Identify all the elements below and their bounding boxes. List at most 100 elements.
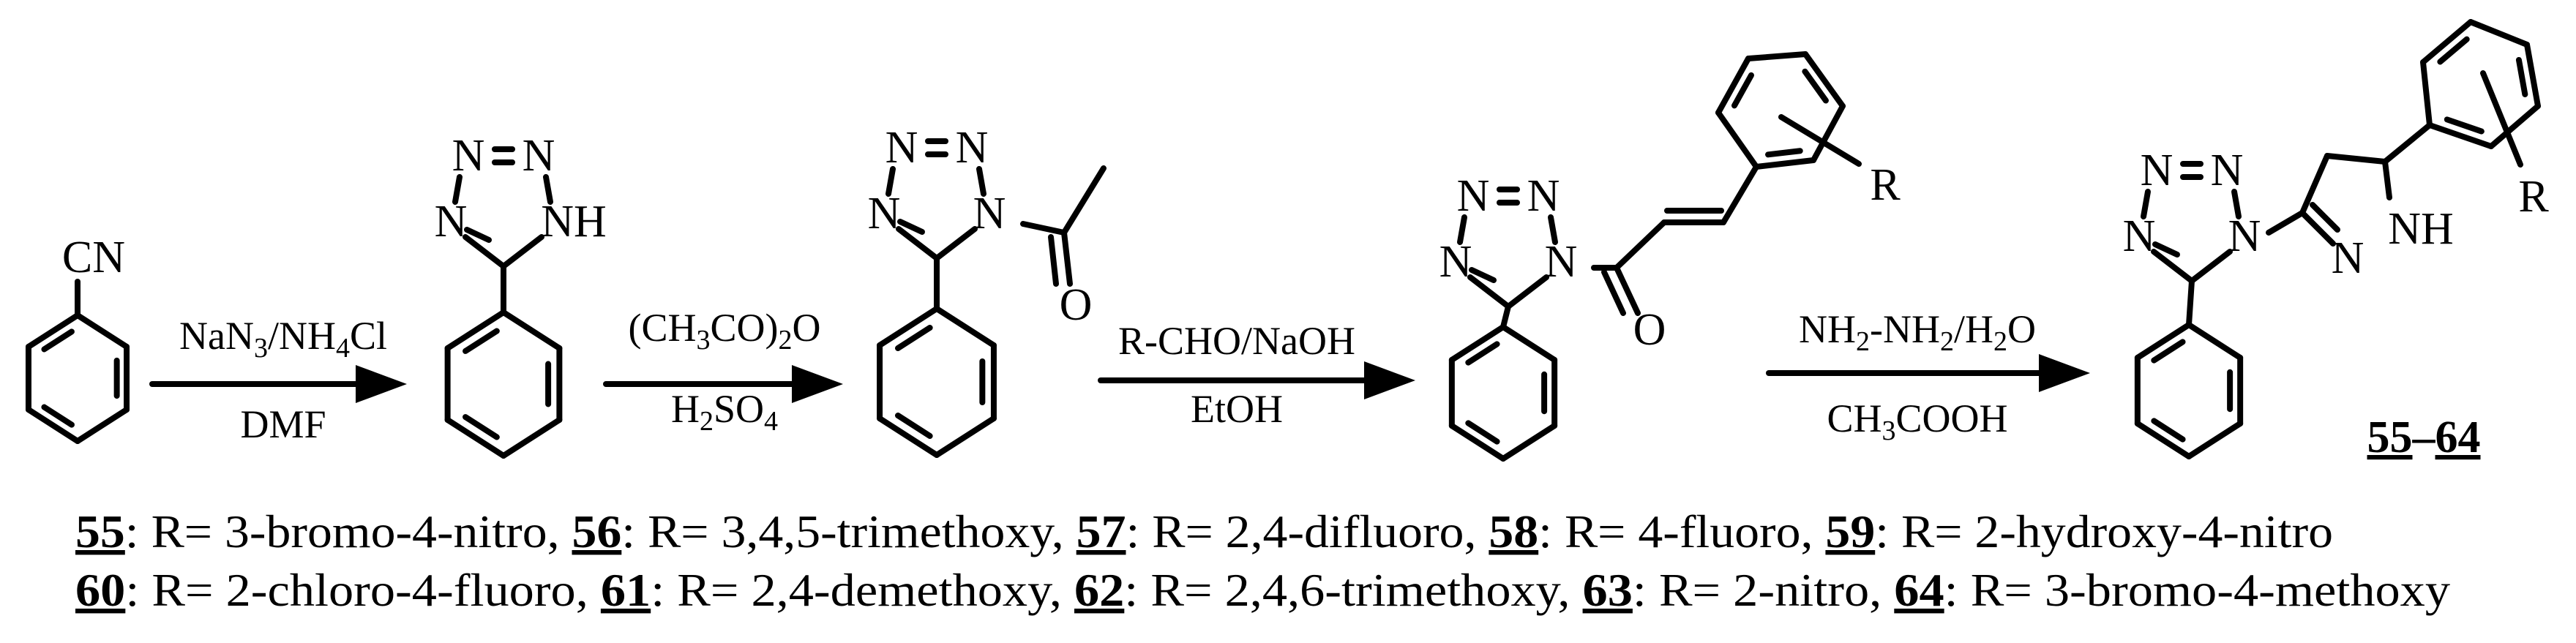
tetrazole-a-n3: N [452,131,485,181]
phenyltetrazole-ring-double-bond [463,414,500,440]
tetrazole-c-n4: N [1439,237,1472,287]
reagent-below-3: EtOH [1191,387,1283,431]
subscript: 2 [700,406,714,437]
compound-number: 64 [1894,564,1944,616]
text-segment: NaN [179,314,254,358]
compound-number: 58 [1489,505,1538,557]
c3-n2-double-bond [2310,202,2340,233]
chalcone-aryl-ring-double-bond [1802,68,1829,104]
benzonitrile-ring-double-bond [41,328,75,353]
benzonitrile-ring-bond [25,312,80,350]
benzonitrile-ring-bond [75,312,130,350]
legend-line-2: 60: R= 2-chloro-4-fluoro, 61: R= 2,4-dem… [75,564,2450,616]
tetrazole-c-c5-n4-double [1469,267,1497,283]
substituent: 3,4,5-trimethoxy, [722,505,1077,557]
atom-r-chalcone: R [1870,160,1901,210]
substituent: 4-fluoro, [1638,505,1825,557]
r-prefix: : R= [1124,564,1224,616]
product-aryl-ring-bond [2524,42,2541,109]
chalcone-phenyl-ring-bond [1448,324,1506,363]
reagent-above-4: NH2-NH2/H2O [1799,307,2036,357]
carbonyl-bond [1061,230,1073,287]
substituent: 2,4-demethoxy, [751,564,1074,616]
n-pyrazoline-bond [2266,210,2305,236]
compound-number: 57 [1077,505,1126,557]
phenyltetrazole-ring-bond [501,417,563,459]
compound-number: 62 [1074,564,1124,616]
chalcone-phenyl-ring-bond [1448,423,1506,462]
range-end: 64 [2435,413,2481,462]
benzonitrile-ring-bond [25,407,80,444]
product-phenyl-ring-bond [2186,322,2244,361]
tetrazole-b-n1-n2 [976,166,986,197]
chalcone-carbonyl-double-bond [1601,269,1626,316]
tetrazole-b-c5-n4 [896,226,940,261]
tetrazole-c-c5-n1 [1505,274,1549,309]
r-prefix: : R= [1538,505,1638,557]
c3-c4-bond [2299,153,2330,216]
r-prefix: : R= [1875,505,1974,557]
text-segment: O [2007,307,2036,351]
substituent: 3-bromo-4-nitro, [225,505,572,557]
text-segment: /NH [268,314,336,358]
product-aryl-ring-bond [2420,59,2433,128]
text-segment: DMF [240,402,326,446]
subscript: 3 [254,333,268,364]
product-aryl-ring-double-bond [2515,56,2528,97]
product-aryl-ring-bond [2420,19,2474,65]
product-phenyl-ring-bond [2134,322,2192,361]
r-prefix: : R= [651,564,751,616]
product-phenyl-ring-bond [2186,421,2244,459]
acetyltetrazole-ring-double-bond [894,325,933,351]
reaction-arrow-3-head [1364,361,1415,399]
substituent: 2-hydroxy-4-nitro [1974,505,2333,557]
r-substituent-bond [2480,70,2523,168]
tetrazole-d-n2: N [2211,146,2244,195]
chalcone-phenyl-ring-double-bond [1465,341,1500,366]
product-aryl-ring-bond [2488,103,2541,149]
reaction-arrow-1-head [356,365,407,403]
substituent: 2-chloro-4-fluoro, [226,564,601,616]
chalcone-phenyl-ring-bond [1500,423,1558,462]
tetrazole-d-c5-n4-double [2152,241,2180,257]
product-phenyl-ring-double-bond [2151,418,2186,443]
benzonitrile-ring-double-bond [41,404,75,428]
text-segment: /H [1954,307,1993,351]
product-compound-range: 55–64 [2367,413,2481,462]
text-segment: CH [1827,396,1882,440]
tetrazole-b-n4-n3 [886,166,896,197]
atom-o-chalcone: O [1633,305,1666,355]
reagent-above-1: NaN3/NH4Cl [179,314,387,364]
tetrazole-d-c5-n1 [2189,249,2233,284]
n-acetyl-bond [1020,221,1067,236]
r-prefix: : R= [125,505,225,557]
tetrazole-c-n4-n3 [1457,214,1467,245]
substituent-legend: 55: R= 3-bromo-4-nitro, 56: R= 3,4,5-tri… [75,505,2450,616]
phenyltetrazole-ring-bond [444,309,506,351]
acetyltetrazole-ring-bond [877,415,940,458]
substituent: 2,4,6-trimethoxy, [1225,564,1583,616]
tetrazole-d-n1-n2 [2231,189,2242,219]
phenyltetrazole-ring-double-bond [463,328,500,354]
compound-number: 63 [1583,564,1633,616]
tetrazole-c-n1: N [1545,237,1578,287]
chalcone-aryl-ring-double-bond [1731,72,1754,109]
tetrazole-d-c5-n4 [2151,249,2195,284]
r-prefix: : R= [621,505,721,557]
compound-number: 56 [572,505,622,557]
subscript: 2 [1940,326,1954,357]
chain-aryl-bond [1721,164,1759,225]
chain-bond [1614,219,1667,271]
text-segment: COOH [1896,396,2008,440]
r-prefix: : R= [1944,564,2045,616]
r-prefix: : R= [125,564,225,616]
tetrazole-a-n4: N [435,197,468,247]
substituent: 3-bromo-4-methoxy [2045,564,2450,616]
range-start: 55 [2367,413,2413,462]
substituent: 2,4-difluoro, [1226,505,1489,557]
compound-number: 55 [75,505,125,557]
phenyltetrazole-ring-bond [501,309,563,351]
compound-number: 60 [75,564,125,616]
c5-aryl-bond [2382,122,2433,165]
reagent-below-2: H2SO4 [671,387,778,437]
